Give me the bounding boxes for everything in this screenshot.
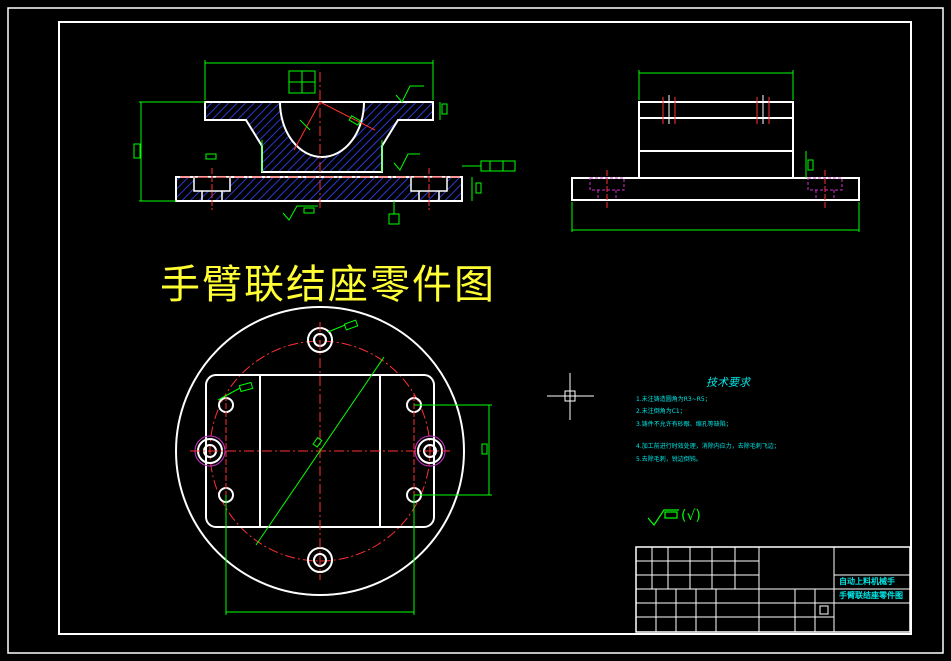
crosshair-cursor (547, 373, 594, 420)
drawing-title: 手臂联结座零件图 (160, 262, 496, 308)
front-view (133, 60, 516, 225)
outer-frame (7, 7, 944, 654)
tech-line-1: 1.未注铸造圆角为R3~R5； (636, 396, 711, 403)
side-view (571, 70, 860, 232)
tech-line-2: 2.未注倒角为C1； (636, 408, 686, 415)
title-block-project: 自动上料机械手 (839, 577, 895, 586)
roughness-note: (√) (681, 508, 701, 524)
title-block (635, 546, 911, 633)
inner-frame (58, 21, 912, 635)
roughness-symbol (647, 509, 679, 526)
tech-requirements-title: 技术要求 (706, 376, 750, 389)
bore-cut (278, 101, 366, 158)
top-view (175, 306, 492, 615)
tech-line-5: 5.去除毛刺，锐边倒钝。 (636, 456, 702, 463)
title-block-part-name: 手臂联结座零件图 (839, 591, 903, 600)
tech-line-3: 3.铸件不允许有砂眼、缩孔等缺陷； (636, 421, 732, 428)
tech-line-4: 4.加工前进行时效处理，消除内应力，去除毛刺飞边； (636, 443, 780, 450)
